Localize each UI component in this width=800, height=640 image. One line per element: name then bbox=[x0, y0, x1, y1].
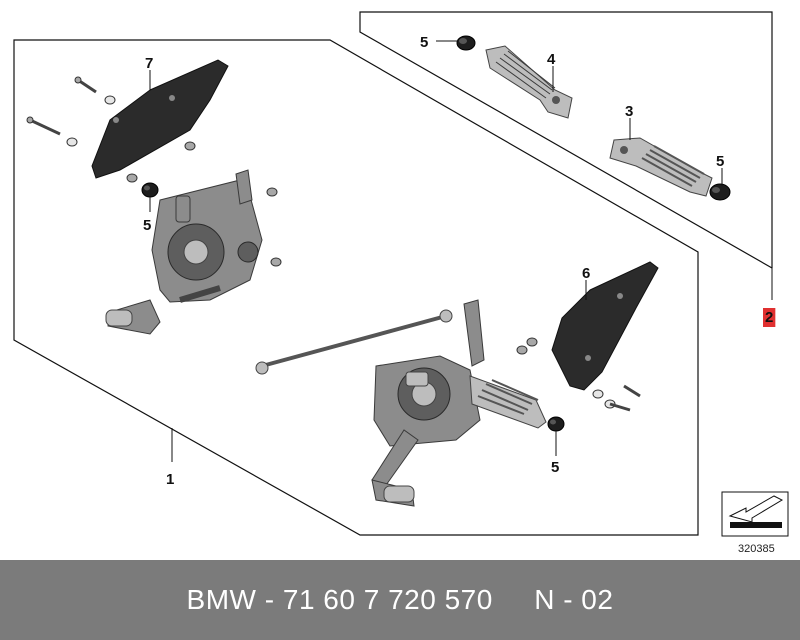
heel-plate-part-7 bbox=[91, 59, 229, 179]
callout-5-left: 5 bbox=[143, 217, 151, 234]
callout-5-bottom: 5 bbox=[551, 459, 559, 476]
orientation-arrow-icon bbox=[721, 491, 789, 537]
callout-4: 4 bbox=[547, 51, 556, 68]
callout-2-highlight bbox=[763, 308, 776, 327]
callout-5-top: 5 bbox=[420, 34, 428, 51]
rubber-cap-right bbox=[709, 183, 731, 201]
right-rearset-assembly bbox=[371, 355, 547, 507]
footpeg-part-3 bbox=[609, 137, 713, 197]
footer-text: BMW - 71 60 7 720 570 N - 02 bbox=[187, 584, 614, 616]
rubber-cap-bottom bbox=[547, 416, 565, 432]
footer-separator: - bbox=[256, 584, 283, 615]
diagram-number: 320385 bbox=[738, 543, 775, 555]
callout-1: 1 bbox=[166, 471, 174, 488]
footpeg-part-4 bbox=[485, 45, 573, 119]
rubber-cap-left bbox=[141, 182, 159, 198]
callout-3: 3 bbox=[625, 103, 633, 120]
rubber-cap-top bbox=[456, 35, 476, 51]
callout-7: 7 bbox=[145, 55, 153, 72]
bolts-right bbox=[516, 337, 641, 412]
footer-gap bbox=[493, 584, 534, 615]
callout-6: 6 bbox=[582, 265, 590, 282]
footer-note: N - 02 bbox=[534, 584, 614, 615]
exploded-parts-diagram: 5 4 3 5 7 5 6 5 1 2 320385 bbox=[13, 11, 789, 555]
heel-plate-part-6 bbox=[551, 261, 659, 391]
assembly-1-frame bbox=[13, 39, 699, 536]
part-number-footer: BMW - 71 60 7 720 570 N - 02 bbox=[0, 560, 800, 640]
assembly-2-frame bbox=[359, 11, 773, 269]
callout-5-right: 5 bbox=[716, 153, 724, 170]
left-rearset-assembly bbox=[105, 169, 282, 335]
footer-part-number: 71 60 7 720 570 bbox=[282, 584, 493, 615]
callout-2: 2 bbox=[765, 309, 773, 326]
shift-linkage-rod bbox=[255, 299, 485, 375]
footer-brand: BMW bbox=[186, 584, 257, 615]
bolts-left-top bbox=[26, 76, 196, 183]
